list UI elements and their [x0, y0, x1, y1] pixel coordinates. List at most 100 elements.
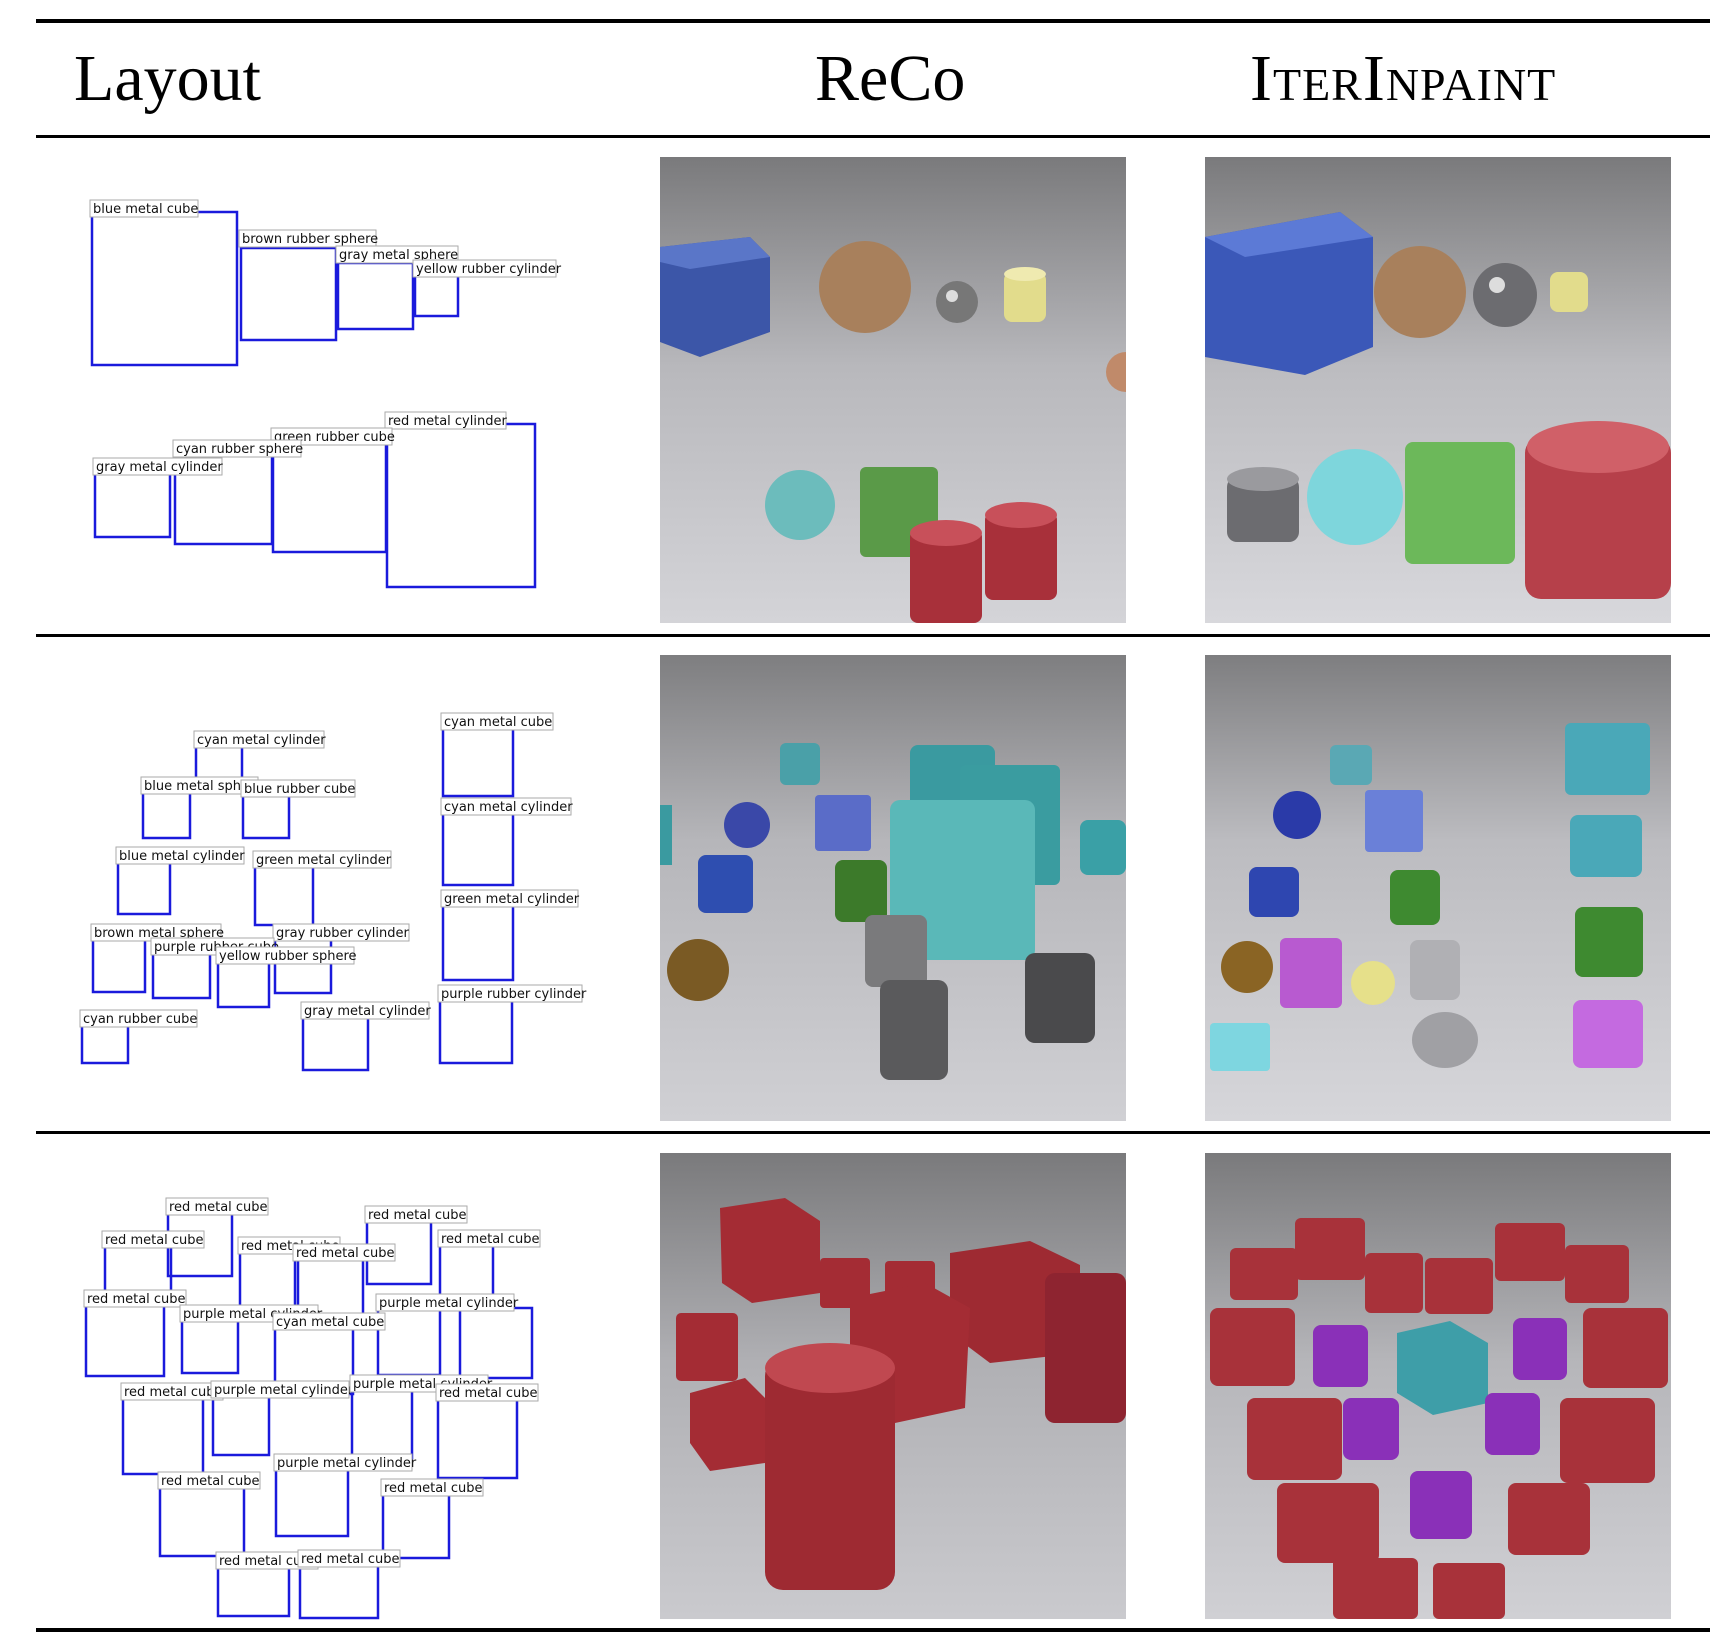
red-cylinder	[1525, 437, 1671, 599]
red-cube	[820, 1258, 870, 1308]
layout-label: red metal cube	[301, 1552, 400, 1567]
cyan-cylinder	[1570, 815, 1642, 877]
purple-cylinder	[1513, 1318, 1567, 1380]
red-cube	[1247, 1398, 1342, 1480]
layout-label: brown metal sphere	[94, 926, 224, 941]
layout-panel-row-2: cyan metal cube cyan metal cylinder blue…	[79, 712, 587, 1072]
blue-sphere	[724, 802, 770, 848]
label-box	[165, 1197, 269, 1216]
label-box	[440, 712, 554, 731]
layout-box	[238, 1248, 300, 1312]
layout-label: red metal cube	[105, 1233, 204, 1248]
red-cube	[676, 1313, 738, 1381]
layout-box	[116, 858, 172, 916]
blue-cylinder	[1249, 867, 1299, 917]
layout-label: red metal cube	[296, 1246, 395, 1261]
reco-image-row-2	[660, 655, 1126, 1121]
label-box	[380, 1478, 484, 1497]
layout-box	[239, 246, 338, 342]
label-box	[210, 1380, 350, 1399]
layout-label: red metal cube	[384, 1481, 483, 1496]
label-box	[193, 730, 325, 749]
red-cube	[690, 1378, 770, 1471]
layout-label: green rubber cube	[274, 430, 395, 445]
gray-cylinder	[1025, 953, 1095, 1043]
label-box	[412, 259, 557, 278]
cyan-cylinder	[1330, 745, 1372, 785]
label-box	[297, 1549, 401, 1568]
blue-sphere	[1273, 791, 1321, 839]
purple-cylinder	[1313, 1325, 1368, 1387]
label-box	[272, 923, 410, 942]
gray-sphere	[1412, 1012, 1478, 1068]
yellow-sphere	[1351, 961, 1395, 1005]
label-box	[252, 850, 392, 869]
layout-box	[211, 1393, 271, 1457]
layout-label: blue metal cube	[93, 202, 198, 217]
layout-box	[91, 935, 147, 994]
purple-cylinder	[1485, 1393, 1540, 1455]
layout-label: red metal cube	[439, 1386, 538, 1401]
header-rule	[36, 135, 1710, 138]
layout-panel-row-3: red metal cube red metal cube red metal …	[83, 1197, 541, 1620]
label-box	[440, 797, 572, 816]
green-cylinder	[1575, 907, 1643, 977]
label-box	[335, 245, 459, 264]
label-box	[89, 199, 199, 218]
red-cube	[1365, 1253, 1423, 1313]
layout-box	[298, 1561, 380, 1620]
label-box	[437, 984, 583, 1003]
layout-label: blue metal sphere	[144, 779, 262, 794]
label-box	[238, 229, 377, 248]
label-box	[115, 846, 245, 865]
label-box	[79, 1009, 198, 1028]
red-cube	[1495, 1223, 1565, 1281]
cyan-cylinder	[780, 743, 820, 785]
row-rule-1	[36, 634, 1710, 637]
label-box	[300, 1001, 430, 1020]
layout-label: yellow rubber cylinder	[416, 262, 562, 277]
cyan-cube	[1397, 1321, 1488, 1415]
purple-cylinder	[1573, 1000, 1643, 1068]
red-cube	[1508, 1483, 1590, 1555]
layout-box	[301, 1014, 370, 1072]
label-box	[240, 779, 356, 798]
layout-box	[350, 1388, 414, 1460]
cyan-cylinder	[1080, 820, 1126, 875]
red-cylinder	[765, 1358, 895, 1590]
layout-box	[141, 788, 192, 840]
layout-box	[216, 961, 271, 1009]
green-cylinder	[1390, 870, 1440, 925]
green-cylinder	[835, 860, 887, 922]
layout-box	[80, 1021, 130, 1065]
red-cube	[1333, 1558, 1418, 1619]
layout-box	[274, 1466, 350, 1538]
cyan-sphere	[1307, 449, 1403, 545]
layout-label: red metal cube	[219, 1554, 318, 1569]
layout-label: blue rubber cube	[244, 782, 355, 797]
layout-panel-row-1: blue metal cube brown rubber sphere gray…	[89, 199, 562, 589]
red-cube	[1565, 1245, 1629, 1303]
red-cube	[1583, 1308, 1668, 1388]
layout-box	[253, 863, 315, 927]
layout-label: cyan metal cube	[276, 1315, 384, 1330]
iterinpaint-image-row-2	[1205, 655, 1671, 1121]
red-cube	[1425, 1258, 1493, 1314]
label-box	[435, 1383, 539, 1402]
header-layout: Layout	[74, 42, 261, 115]
label-box	[375, 1293, 515, 1312]
green-cube	[1405, 442, 1515, 564]
blue-cube	[815, 795, 871, 851]
label-box	[437, 1229, 541, 1248]
blue-cube	[1365, 790, 1423, 852]
layout-label: red metal cube	[169, 1200, 268, 1215]
yellow-cylinder	[1550, 272, 1588, 312]
cyan-sphere	[765, 470, 835, 540]
layout-label: gray rubber cylinder	[276, 926, 410, 941]
layout-label: gray metal cylinder	[96, 460, 223, 475]
layout-box	[336, 261, 415, 331]
layout-box	[413, 274, 460, 318]
red-cylinder	[910, 529, 982, 623]
blue-cylinder	[698, 855, 753, 913]
gray-cylinder	[865, 915, 927, 987]
